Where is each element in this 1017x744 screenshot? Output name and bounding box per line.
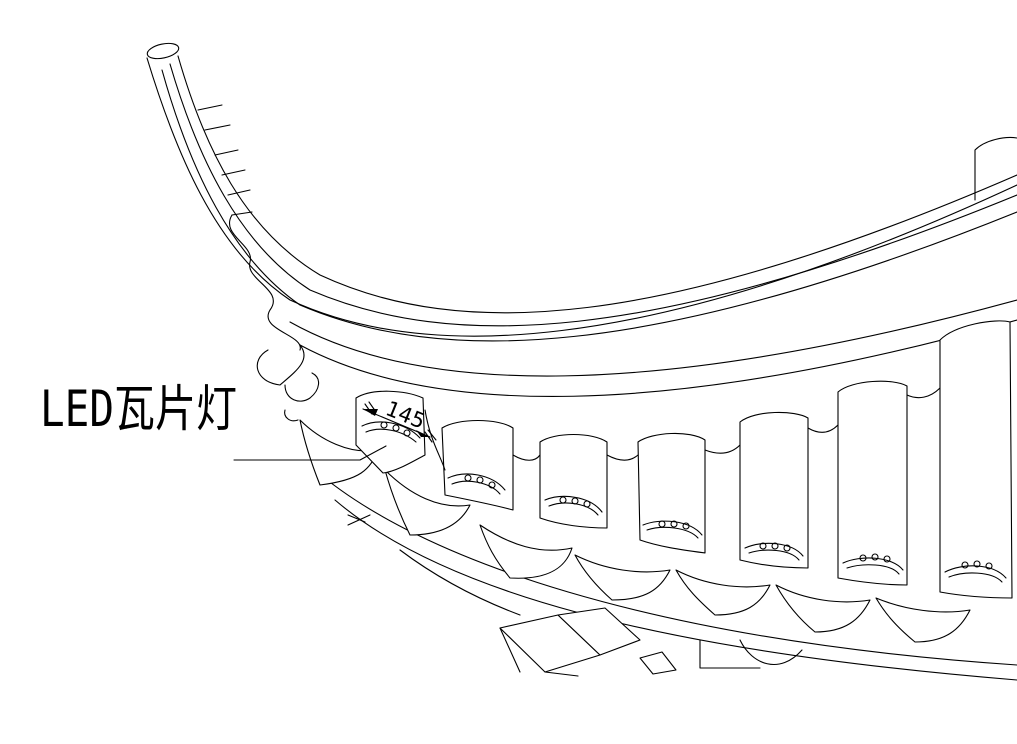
drip-tiles <box>299 419 971 643</box>
end-ornament <box>197 104 320 422</box>
cover-tiles <box>355 320 1013 599</box>
callout-leader <box>233 445 387 461</box>
ridge-end-cylinder <box>974 136 1017 201</box>
led-tile-light-label: LED瓦片灯 <box>40 380 238 438</box>
rafter-block <box>499 607 803 677</box>
ridge-upsweep <box>146 42 1017 398</box>
